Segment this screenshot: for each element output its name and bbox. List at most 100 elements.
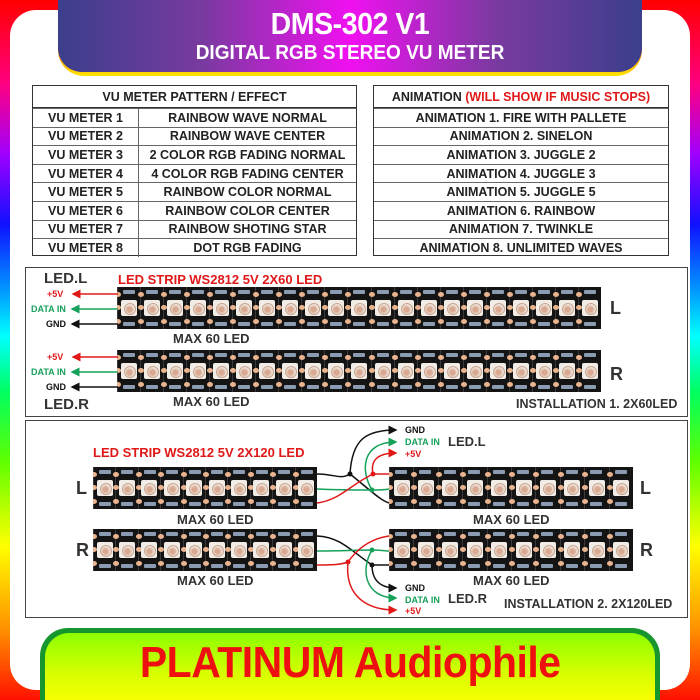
led-pixel <box>582 467 608 509</box>
led-pixel <box>135 467 160 509</box>
footer-banner-inner: PLATINUM Audiophile <box>45 633 655 700</box>
led-pixel <box>253 350 278 392</box>
led-pixel <box>225 529 249 571</box>
led-pixel <box>557 467 584 509</box>
led-pixel <box>368 287 394 329</box>
led-pixel <box>606 529 633 571</box>
gnd-label: GND <box>46 382 66 392</box>
led-pixel <box>484 467 511 509</box>
led-pixel <box>138 287 163 329</box>
led-pixel <box>247 529 272 571</box>
led-pixel <box>533 467 559 509</box>
led-pixel <box>225 467 249 509</box>
vu-effect: RAINBOW COLOR CENTER <box>165 203 330 218</box>
animation-table-heading: ANIMATION (WILL SHOW IF MUSIC STOPS) <box>374 86 668 108</box>
installation-1-caption: INSTALLATION 1. 2X60LED <box>516 397 678 411</box>
led-pixel <box>270 529 294 571</box>
led-pixel <box>135 529 160 571</box>
led-pixel <box>202 529 227 571</box>
channel-r-marker: R <box>76 540 89 560</box>
led-pixel <box>158 467 182 509</box>
led-pixel <box>299 287 324 329</box>
vu-effect: RAINBOW SHOTING STAR <box>168 222 327 237</box>
led-pixel <box>508 467 535 509</box>
channel-r-marker: R <box>610 364 623 384</box>
led-l-label: LED.L <box>448 434 486 449</box>
led-r-label: LED.R <box>448 591 487 606</box>
led-pixel <box>508 529 535 571</box>
vu-name: VU METER 3 <box>33 146 139 164</box>
vu-effect: RAINBOW WAVE NORMAL <box>168 110 327 125</box>
led-pixel <box>161 287 186 329</box>
vu-name: VU METER 1 <box>33 109 139 127</box>
data-in-label: DATA IN <box>31 304 66 314</box>
led-pixel <box>391 287 417 329</box>
product-title: DMS-302 V1 <box>270 6 430 41</box>
max-led-label: MAX 60 LED <box>177 512 254 527</box>
led-pixel <box>247 467 272 509</box>
led-pixel <box>575 287 601 329</box>
led-pixel <box>460 467 486 509</box>
led-pixel <box>414 287 440 329</box>
table-row: ANIMATION 5. JUGGLE 5 <box>374 182 668 201</box>
table-row: ANIMATION 3. JUGGLE 2 <box>374 145 668 164</box>
gnd-label: GND <box>46 319 66 329</box>
max-led-label: MAX 60 LED <box>177 573 254 588</box>
led-pixel <box>180 529 205 571</box>
led-pixel <box>207 350 232 392</box>
vu-name: VU METER 7 <box>33 220 139 239</box>
vu-name: VU METER 4 <box>33 164 139 183</box>
vu-name: VU METER 2 <box>33 127 139 146</box>
led-pixel <box>184 287 209 329</box>
max-led-label: MAX 60 LED <box>173 394 250 409</box>
led-pixel <box>533 529 559 571</box>
table-row: ANIMATION 4. JUGGLE 3 <box>374 163 668 183</box>
table-row: ANIMATION 8. UNLIMITED WAVES <box>374 238 668 257</box>
led-pixel <box>184 350 209 392</box>
led-pixel <box>582 529 608 571</box>
led-pixel <box>322 287 347 329</box>
led-strip-right-channel <box>117 350 601 392</box>
vu-name: VU METER 5 <box>33 183 139 201</box>
led-pixel <box>506 287 532 329</box>
gnd-label: GND <box>405 425 425 435</box>
led-pixel <box>460 529 486 571</box>
led-pixel <box>529 287 555 329</box>
max-led-label: MAX 60 LED <box>473 573 550 588</box>
led-pixel <box>437 287 463 329</box>
led-pixel <box>391 350 417 392</box>
led-pixel <box>460 287 486 329</box>
brand-name: PLATINUM Audiophile <box>139 638 561 687</box>
vu-effect: RAINBOW WAVE CENTER <box>169 129 326 144</box>
table-row: VU METER 2 RAINBOW WAVE CENTER <box>33 126 356 146</box>
led-pixel <box>276 350 301 392</box>
led-pixel <box>113 529 137 571</box>
led-pixel <box>138 350 163 392</box>
vcc-label: +5V <box>47 352 64 362</box>
led-pixel <box>414 350 440 392</box>
strip-title: LED STRIP WS2812 5V 2X60 LED <box>118 272 323 287</box>
led-pixel <box>345 287 370 329</box>
led-pixel <box>483 350 509 392</box>
vu-effect: DOT RGB FADING <box>193 240 302 255</box>
vcc-label: +5V <box>405 606 422 616</box>
led-pixel <box>276 287 301 329</box>
product-subtitle: DIGITAL RGB STEREO VU METER <box>195 42 505 64</box>
led-pixel <box>207 287 232 329</box>
led-pixel <box>270 467 294 509</box>
gnd-label: GND <box>405 583 425 593</box>
led-pixel <box>117 350 140 392</box>
led-l-label: LED.L <box>44 270 88 287</box>
max-led-label: MAX 60 LED <box>473 512 550 527</box>
led-pixel <box>180 467 205 509</box>
led-strip-left-channel <box>117 287 601 329</box>
vcc-label: +5V <box>405 449 422 459</box>
led-pixel <box>345 350 370 392</box>
led-pixel <box>322 350 347 392</box>
led-pixel <box>437 350 463 392</box>
